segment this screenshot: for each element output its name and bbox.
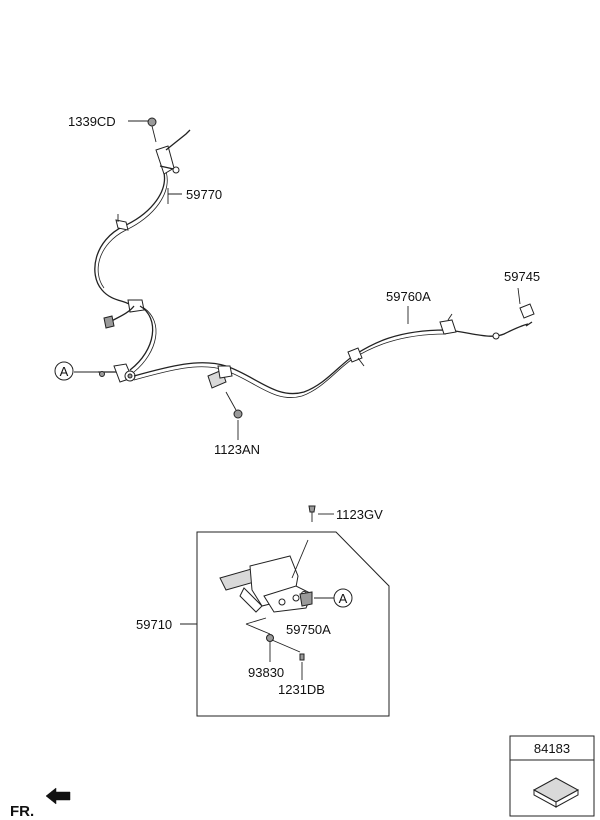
label-59710: 59710 bbox=[136, 617, 172, 632]
clip-59745 bbox=[519, 303, 535, 327]
nut-93830 bbox=[266, 634, 274, 642]
leader-lines bbox=[74, 120, 521, 680]
front-label: FR. bbox=[10, 803, 34, 820]
switch-59750a bbox=[299, 591, 313, 607]
nut-1339cd bbox=[147, 117, 157, 143]
label-59760a: 59760A bbox=[386, 289, 431, 304]
label-1123an: 1123AN bbox=[214, 442, 260, 457]
cable-assembly-59770 bbox=[94, 117, 191, 373]
callout-a-right: A bbox=[333, 588, 353, 608]
screw-1231db bbox=[299, 653, 305, 661]
front-direction-arrow-icon bbox=[45, 787, 71, 805]
callout-a-right-text: A bbox=[339, 591, 348, 606]
lever-assembly-frame bbox=[196, 531, 390, 717]
label-84183: 84183 bbox=[534, 741, 570, 756]
bolt-1123an bbox=[225, 391, 243, 419]
label-59745: 59745 bbox=[504, 269, 540, 284]
parking-brake-lever-59710 bbox=[219, 539, 313, 613]
pad-icon bbox=[532, 777, 580, 808]
label-1123gv: 1123GV bbox=[336, 507, 383, 522]
callout-a-left-text: A bbox=[60, 364, 69, 379]
label-59750a: 59750A bbox=[286, 622, 331, 637]
front-direction-indicator: FR. bbox=[10, 787, 71, 820]
equalizer-and-front-cable-59760a bbox=[98, 303, 535, 419]
label-59770: 59770 bbox=[186, 187, 222, 202]
callout-a-left: A bbox=[54, 361, 74, 381]
label-93830: 93830 bbox=[248, 665, 284, 680]
bolt-1123gv bbox=[308, 505, 316, 522]
label-1339cd: 1339CD bbox=[68, 114, 116, 129]
part-box-84183: 84183 bbox=[509, 735, 595, 817]
label-1231db: 1231DB bbox=[278, 682, 325, 697]
